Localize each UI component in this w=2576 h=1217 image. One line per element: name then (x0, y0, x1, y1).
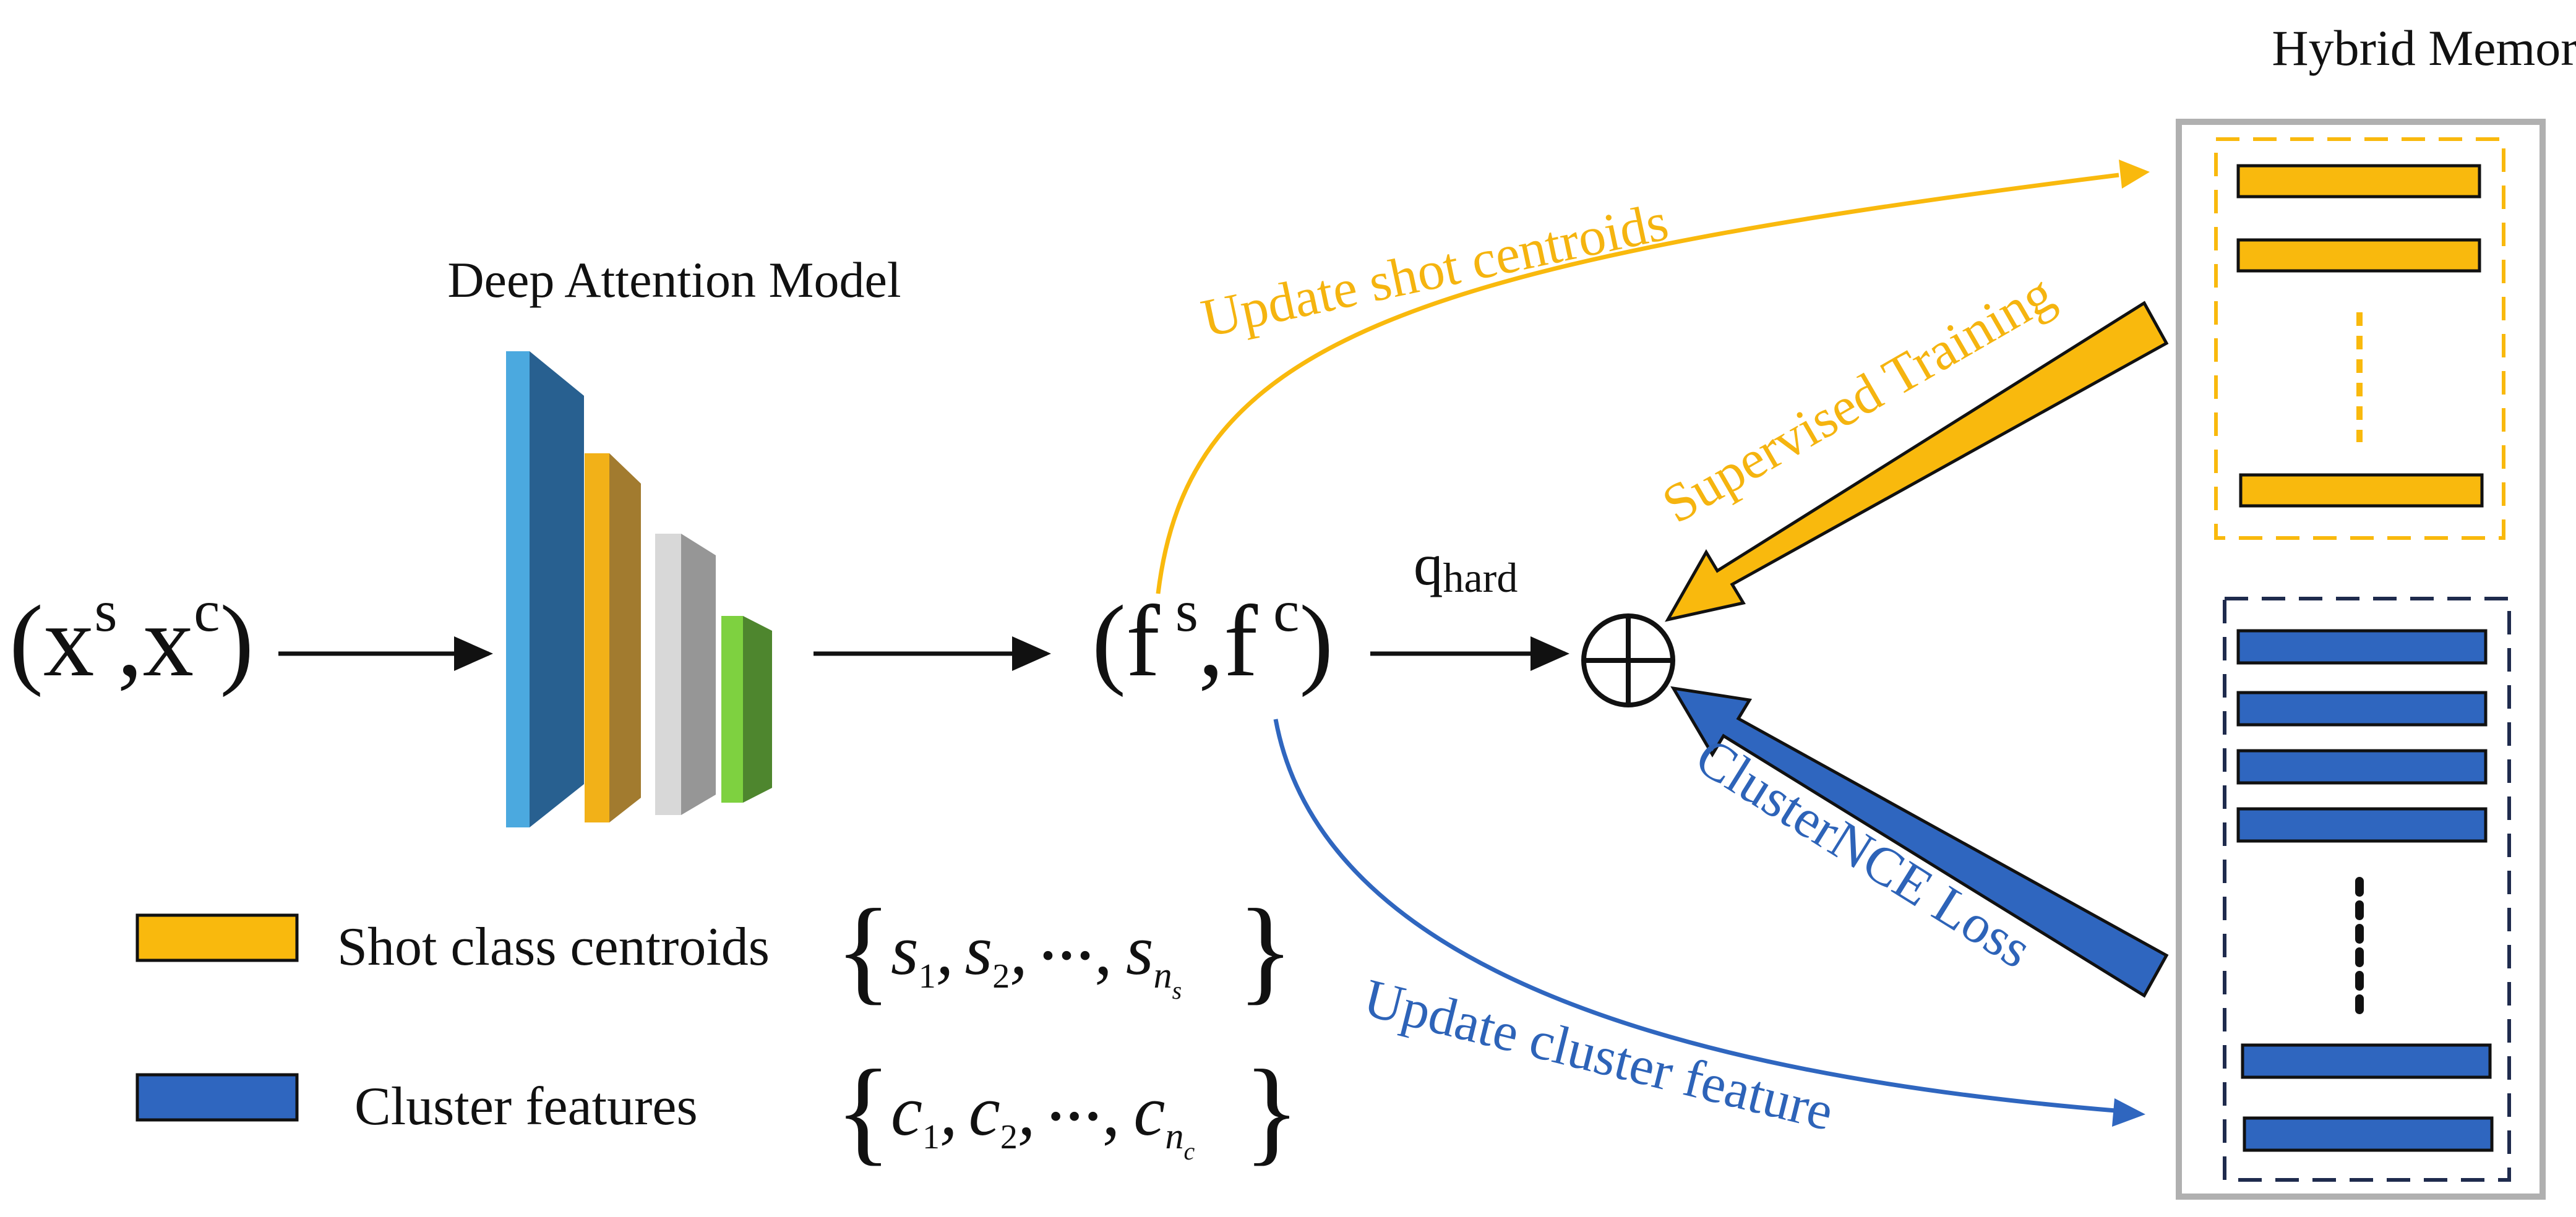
legend-shot-set: { s1,s2,···,sns } (835, 886, 1294, 1015)
legend-shot-swatch (135, 913, 299, 962)
svg-text:{: { (835, 886, 891, 1015)
layer-3-front (655, 534, 681, 815)
qhard-label: qhard (1414, 532, 1518, 601)
arrowhead-update-cluster (2112, 1098, 2145, 1127)
arrow-update-shot-centroids (1156, 173, 2119, 594)
input-label: (xs,xc) (9, 578, 254, 698)
svg-text:}: } (1237, 886, 1294, 1015)
arrow-clusternce-loss (1670, 686, 2169, 998)
memory-shot-bar-1 (2236, 164, 2481, 199)
layer-1-front (506, 351, 530, 827)
layer-1-back (530, 351, 584, 827)
cluster-features-group (2223, 597, 2511, 1182)
update-shot-label: Update shot centroids (1196, 192, 1673, 349)
arrow-supervised-training (1665, 301, 2169, 622)
layer-2-back (609, 453, 641, 822)
memory-cluster-bar-1 (2236, 629, 2488, 665)
layer-2-front (585, 453, 609, 822)
memory-cluster-bar-4 (2236, 807, 2488, 843)
svg-text:{: { (835, 1046, 891, 1176)
legend-cluster-swatch (135, 1073, 299, 1122)
hybrid-memory-box (2176, 119, 2546, 1200)
model-title: Deep Attention Model (447, 252, 901, 308)
svg-text:c1,c2,···,cnc: c1,c2,···,cnc (891, 1072, 1195, 1165)
svg-text:s1,s2,···,sns: s1,s2,···,sns (891, 911, 1182, 1004)
memory-cluster-bar-6 (2243, 1116, 2494, 1152)
memory-cluster-bar-3 (2236, 749, 2488, 785)
oplus-symbol (1581, 613, 1675, 707)
shot-centroids-group (2214, 137, 2505, 540)
update-cluster-label: Update cluster feature (1358, 968, 1839, 1142)
layer-3-back (681, 534, 716, 815)
deep-attention-model (506, 351, 772, 827)
memory-shot-bar-2 (2236, 238, 2481, 273)
layer-4-front (721, 616, 743, 803)
layer-4-back (743, 616, 772, 803)
legend-shot-label: Shot class centroids (337, 917, 770, 977)
legend-cluster-set: { c1,c2,···,cnc } (835, 1046, 1300, 1176)
memory-shot-bar-3 (2239, 473, 2484, 508)
hybrid-memory-title: Hybrid Memory (2272, 20, 2576, 76)
arrow-update-cluster-feature (1273, 719, 2116, 1113)
memory-cluster-bar-5 (2241, 1043, 2492, 1079)
memory-cluster-bar-2 (2236, 691, 2488, 727)
svg-text:}: } (1243, 1046, 1300, 1176)
arrowhead-update-shot (2119, 160, 2150, 189)
clusternce-label: ClusterNCE Loss (1685, 727, 2041, 980)
legend-cluster-label: Cluster features (354, 1077, 698, 1137)
